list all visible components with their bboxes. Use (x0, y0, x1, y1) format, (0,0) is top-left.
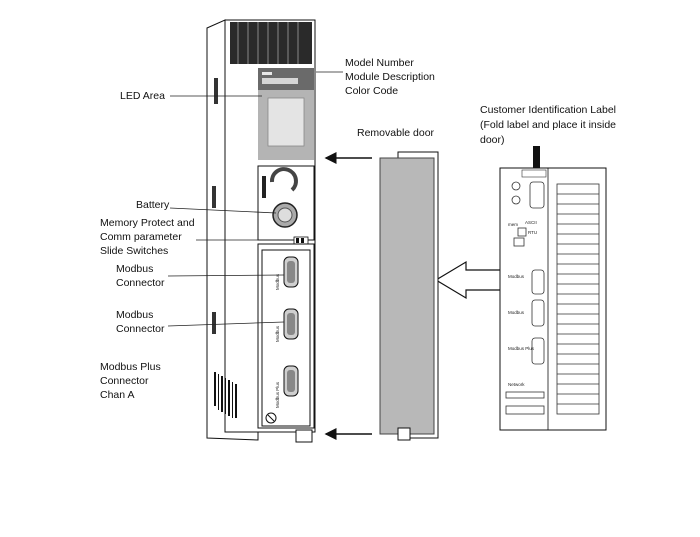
leader-lines (167, 71, 343, 327)
customer-id-label: mem ASCII RTU Modbus Modbus Modbus Plus … (499, 146, 607, 431)
modbus-plus-label-3: Chan A (100, 389, 134, 401)
color-code-label: Color Code (345, 85, 398, 97)
label-grid (556, 183, 600, 415)
port-3-text: Modbus Plus (275, 381, 280, 408)
modbus-port-1: Modbus (275, 256, 299, 290)
barcode (214, 372, 237, 418)
memory-protect-label-2: Comm parameter (100, 231, 182, 243)
label-modbus2-text: Modbus (508, 310, 525, 315)
model-number-label: Model Number (345, 57, 414, 69)
label-ascii-text: ASCII (525, 220, 537, 225)
removable-door-label: Removable door (357, 127, 435, 139)
modbus-connector-1-label-2: Connector (116, 277, 165, 289)
label-rtu-text: RTU (528, 230, 537, 235)
modbus-connector-2-label-2: Connector (116, 323, 165, 335)
battery-latch (269, 167, 298, 192)
modbus-port-2: Modbus (275, 308, 299, 342)
label-network-text: Network (508, 382, 525, 387)
bottom-latch (295, 429, 313, 443)
callout-labels: Model Number Module Description Color Co… (100, 57, 616, 401)
customer-label-line2: (Fold label and place it inside (480, 119, 616, 131)
customer-label-line1: Customer Identification Label (480, 104, 616, 116)
label-mem-text: mem (508, 222, 518, 227)
port-2-text: Modbus (275, 325, 280, 342)
port-1-text: Modbus (275, 273, 280, 290)
battery-label: Battery (136, 199, 170, 211)
led-area-label: LED Area (120, 90, 165, 102)
plc-module: Modbus Modbus Modbus Plus (206, 19, 316, 443)
arrows (324, 152, 512, 440)
memory-protect-label-3: Slide Switches (100, 245, 168, 257)
modbus-plus-label-1: Modbus Plus (100, 361, 161, 373)
led-window (267, 97, 305, 147)
modbus-plus-port: Modbus Plus (275, 365, 299, 408)
heatsink-fins (230, 22, 312, 64)
removable-door (379, 151, 439, 441)
module-description-label: Module Description (345, 71, 435, 83)
modbus-plus-label-2: Connector (100, 375, 149, 387)
label-fold-tab (533, 146, 540, 168)
memory-protect-label-1: Memory Protect and (100, 217, 195, 229)
label-mbplus-text: Modbus Plus (508, 346, 535, 351)
customer-label-line3: door) (480, 134, 505, 146)
label-modbus1-text: Modbus (508, 274, 525, 279)
modbus-connector-2-label-1: Modbus (116, 309, 153, 321)
modbus-connector-1-label-1: Modbus (116, 263, 153, 275)
